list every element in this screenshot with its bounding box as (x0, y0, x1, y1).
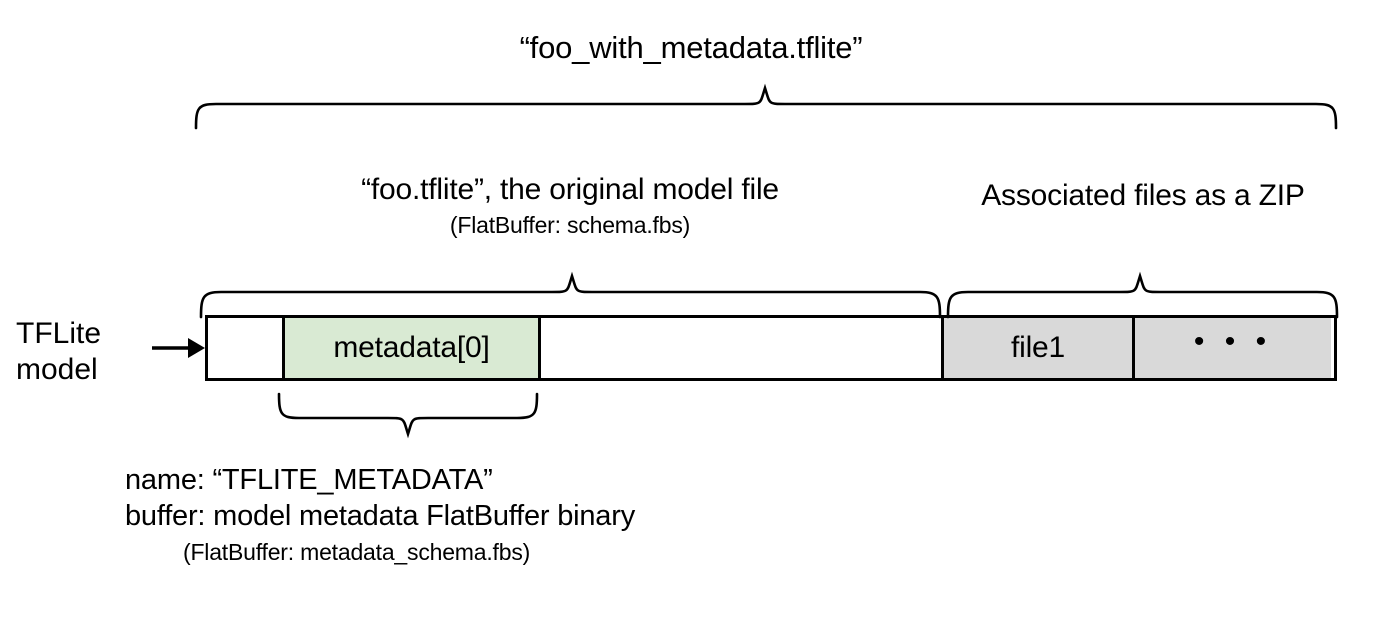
tflite-model-label: TFLite model (16, 316, 146, 388)
bar-cell-middle-pad (541, 318, 941, 378)
metadata-caption-buffer: buffer: model metadata FlatBuffer binary (125, 500, 635, 532)
original-model-label: “foo.tflite”, the original model file (F… (200, 172, 940, 240)
brace-up-associated-zip (946, 271, 1339, 319)
brace-up-full-file (194, 83, 1338, 130)
original-model-label-main: “foo.tflite”, the original model file (361, 173, 779, 206)
bar-cell-leading-pad (208, 318, 282, 378)
metadata-caption: name: “TFLITE_METADATA” buffer: model me… (125, 462, 885, 567)
bar-cell-ellipsis: • • • (1135, 318, 1331, 378)
brace-down-metadata (277, 392, 539, 439)
tflite-model-label-line2: model (16, 353, 98, 386)
bar-cell-ellipsis-label: • • • (1193, 325, 1273, 358)
bar-cell-metadata: metadata[0] (282, 318, 541, 378)
bar-cell-file1: file1 (941, 318, 1135, 378)
brace-up-original-model (199, 271, 942, 319)
page-title: “foo_with_metadata.tflite” (519, 30, 863, 65)
right-arrow-icon (152, 338, 205, 358)
tflite-layout-bar: metadata[0] file1 • • • (205, 315, 1337, 381)
metadata-caption-name: name: “TFLITE_METADATA” (125, 464, 493, 496)
associated-zip-label: Associated files as a ZIP (981, 179, 1305, 212)
metadata-caption-schema: (FlatBuffer: metadata_schema.fbs) (183, 539, 531, 565)
tflite-model-label-line1: TFLite (16, 317, 102, 350)
original-model-label-sub: (FlatBuffer: schema.fbs) (449, 212, 691, 238)
